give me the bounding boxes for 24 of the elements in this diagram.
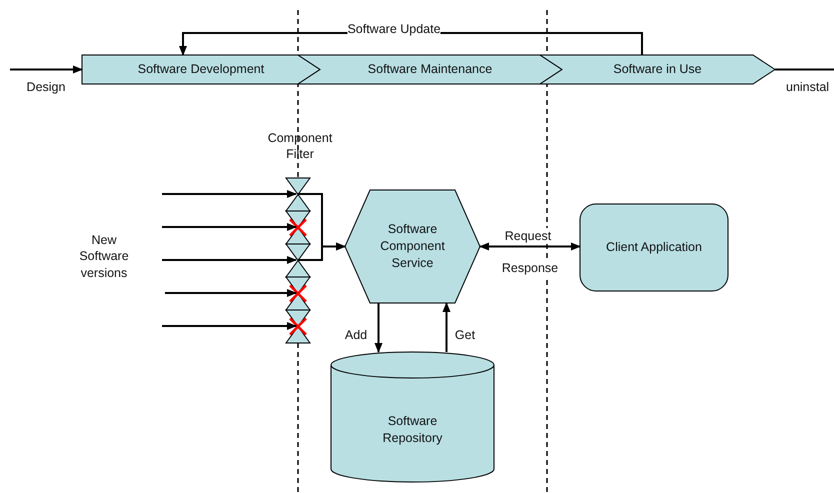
arrow — [162, 223, 297, 231]
arrow — [298, 242, 346, 261]
arrow — [479, 242, 581, 250]
node-text: Client Application — [606, 239, 702, 256]
node-text: Software Repository — [382, 413, 444, 447]
node-text: Software Development — [138, 61, 264, 78]
node-text: Software Component Service — [379, 221, 446, 272]
edge-label: Software Update — [347, 21, 441, 38]
text-label: uninstal — [786, 79, 830, 96]
arrow — [374, 303, 382, 353]
text-label: Component Filter — [266, 130, 334, 162]
arrow — [162, 190, 297, 198]
text-label: New Software versions — [78, 232, 130, 281]
arrow — [162, 256, 297, 264]
line — [775, 68, 834, 70]
text-label: Design — [26, 79, 66, 96]
arrow — [165, 289, 297, 297]
arrow — [10, 66, 83, 74]
arrow — [162, 322, 297, 330]
arrow — [442, 302, 450, 352]
edge-label: Request — [504, 228, 552, 244]
node-text: Software Maintenance — [368, 61, 492, 78]
text-label: Response — [502, 260, 558, 276]
node-text: Software in Use — [613, 61, 702, 78]
